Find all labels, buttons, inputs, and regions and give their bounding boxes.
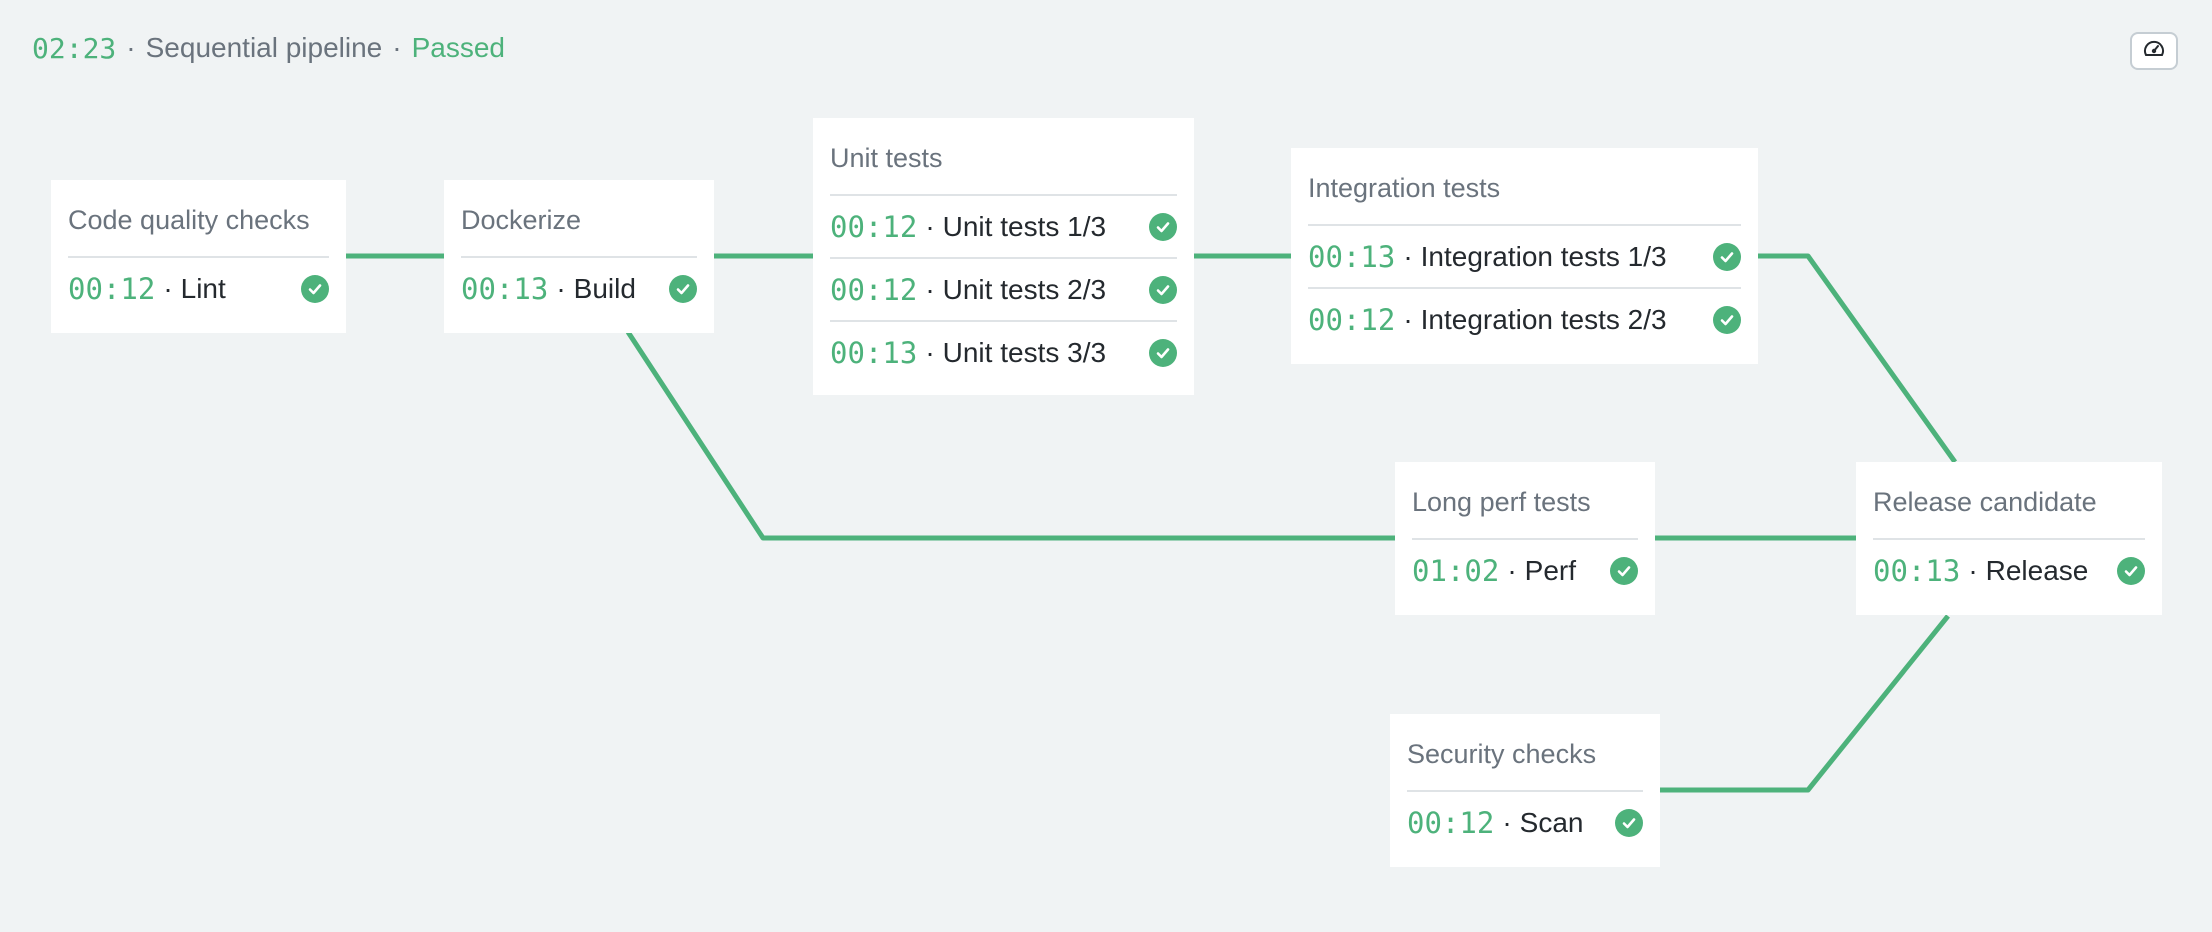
stage-unit-tests: Unit tests 00:12 · Unit tests 1/3 00:12 … [813, 118, 1194, 395]
gauge-button[interactable] [2130, 32, 2178, 70]
job-name: Unit tests 2/3 [942, 273, 1107, 305]
edge-integration-to-release [1758, 253, 1958, 464]
job-unit-tests-3[interactable]: 00:13 · Unit tests 3/3 [830, 322, 1177, 383]
job-name: Integration tests 2/3 [1420, 303, 1667, 335]
separator-dot: · [925, 336, 935, 368]
stage-code-quality-checks: Code quality checks 00:12 · Lint [51, 180, 346, 333]
pipeline-status: Passed [411, 32, 505, 63]
job-build[interactable]: 00:13 · Build [461, 258, 697, 319]
check-circle-icon [1149, 212, 1177, 241]
job-name: Unit tests 3/3 [942, 336, 1107, 368]
check-circle-icon [1149, 338, 1177, 367]
job-duration: 00:12 [68, 271, 156, 306]
job-name: Perf [1524, 554, 1576, 586]
separator-dot: · [1403, 303, 1413, 335]
job-perf[interactable]: 01:02 · Perf [1412, 540, 1638, 601]
job-name: Release [1985, 554, 2089, 586]
separator-dot: · [163, 272, 173, 304]
stage-title: Unit tests [830, 118, 1177, 196]
check-circle-icon [1713, 242, 1741, 271]
edge-dockerize-to-perf [625, 330, 1395, 541]
stage-title: Code quality checks [68, 180, 329, 258]
check-circle-icon [1610, 556, 1638, 585]
separator-dot: · [1507, 554, 1517, 586]
job-name: Scan [1519, 806, 1584, 838]
check-circle-icon [1149, 275, 1177, 304]
stage-title: Security checks [1407, 714, 1643, 792]
stage-integration-tests: Integration tests 00:13 · Integration te… [1291, 148, 1758, 364]
stage-dockerize: Dockerize 00:13 · Build [444, 180, 714, 333]
separator-dot: · [1502, 806, 1512, 838]
stage-title: Integration tests [1308, 148, 1741, 226]
job-duration: 01:02 [1412, 553, 1500, 588]
pipeline-duration: 02:23 [32, 31, 117, 65]
separator-dot: · [1968, 554, 1978, 586]
separator-dot: · [1403, 240, 1413, 272]
stage-title: Long perf tests [1412, 462, 1638, 540]
job-duration: 00:12 [1308, 302, 1396, 337]
job-duration: 00:12 [830, 209, 918, 244]
check-circle-icon [301, 274, 329, 303]
job-unit-tests-1[interactable]: 00:12 · Unit tests 1/3 [830, 196, 1177, 259]
job-duration: 00:13 [1873, 553, 1961, 588]
job-release[interactable]: 00:13 · Release [1873, 540, 2145, 601]
check-circle-icon [2117, 556, 2145, 585]
separator-dot: · [392, 32, 402, 63]
stage-release-candidate: Release candidate 00:13 · Release [1856, 462, 2162, 615]
job-duration: 00:12 [830, 272, 918, 307]
job-lint[interactable]: 00:12 · Lint [68, 258, 329, 319]
edge-security-to-release [1660, 614, 1950, 793]
job-name: Lint [180, 272, 226, 304]
stage-security-checks: Security checks 00:12 · Scan [1390, 714, 1660, 867]
pipeline-name: Sequential pipeline [145, 32, 383, 63]
separator-dot: · [126, 32, 136, 63]
job-duration: 00:12 [1407, 805, 1495, 840]
separator-dot: · [925, 273, 935, 305]
check-circle-icon [669, 274, 697, 303]
stage-long-perf-tests: Long perf tests 01:02 · Perf [1395, 462, 1655, 615]
job-scan[interactable]: 00:12 · Scan [1407, 792, 1643, 853]
job-duration: 00:13 [461, 271, 549, 306]
job-duration: 00:13 [830, 335, 918, 370]
job-name: Unit tests 1/3 [942, 210, 1107, 242]
job-name: Integration tests 1/3 [1420, 240, 1667, 272]
job-name: Build [573, 272, 636, 304]
job-integration-tests-1[interactable]: 00:13 · Integration tests 1/3 [1308, 226, 1741, 289]
job-unit-tests-2[interactable]: 00:12 · Unit tests 2/3 [830, 259, 1177, 322]
job-integration-tests-2[interactable]: 00:12 · Integration tests 2/3 [1308, 289, 1741, 350]
check-circle-icon [1615, 808, 1643, 837]
gauge-icon [2142, 37, 2166, 66]
stage-title: Dockerize [461, 180, 697, 258]
check-circle-icon [1713, 305, 1741, 334]
stage-title: Release candidate [1873, 462, 2145, 540]
separator-dot: · [556, 272, 566, 304]
separator-dot: · [925, 210, 935, 242]
pipeline-header: 02:23 · Sequential pipeline · Passed [32, 28, 505, 68]
job-duration: 00:13 [1308, 239, 1396, 274]
